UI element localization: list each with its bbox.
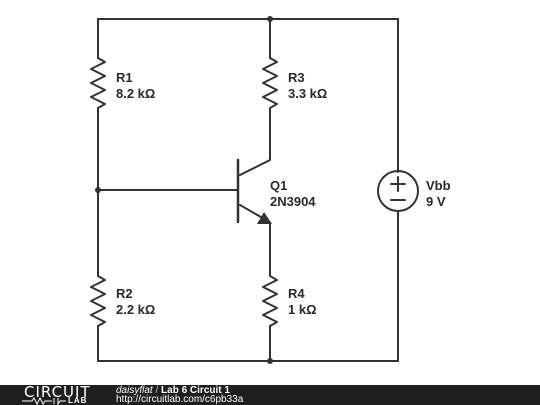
r4-resistor [262, 275, 278, 327]
r2-label: R2 2.2 kΩ [116, 286, 155, 318]
r4-label: R4 1 kΩ [288, 286, 317, 318]
vbb-value: 9 V [426, 194, 446, 209]
r3-resistor [262, 57, 278, 109]
r3-label: R3 3.3 kΩ [288, 70, 327, 102]
q1-ref: Q1 [270, 178, 288, 193]
junction-base [95, 187, 101, 193]
circuit-title[interactable]: Lab 6 Circuit 1 [161, 385, 230, 396]
r4-ref: R4 [288, 286, 305, 301]
r2-value: 2.2 kΩ [116, 302, 156, 317]
r1-ref: R1 [116, 70, 133, 85]
emitter-arrow [257, 212, 272, 224]
circuit-url[interactable]: http://circuitlab.com/c6pb33a [116, 394, 244, 405]
r3-ref: R3 [288, 70, 305, 85]
footer-separator: / [155, 385, 159, 396]
schematic-drawing [90, 16, 419, 364]
vbb-ref: Vbb [426, 178, 451, 193]
collector-wire [239, 107, 271, 176]
logo-resistor-icon [22, 397, 66, 405]
plus-icon [390, 176, 406, 192]
footer-bar: CIRCUIT LAB daisyflat / Lab 6 Circuit 1 … [0, 385, 540, 405]
footer-credit: daisyflat / Lab 6 Circuit 1 [116, 386, 230, 396]
junction-bottom [267, 358, 273, 364]
r4-value: 1 kΩ [288, 302, 317, 317]
q1-label: Q1 2N3904 [270, 178, 316, 210]
r2-resistor [90, 275, 106, 327]
logo-lab-text: LAB [68, 396, 88, 405]
r1-resistor [90, 57, 106, 109]
r1-value: 8.2 kΩ [116, 86, 156, 101]
r2-ref: R2 [116, 286, 133, 301]
r1-label: R1 8.2 kΩ [116, 70, 155, 102]
vbb-label: Vbb 9 V [426, 178, 451, 210]
circuitlab-logo[interactable]: CIRCUIT [24, 383, 91, 401]
q1-value: 2N3904 [270, 194, 316, 209]
author-link[interactable]: daisyflat [116, 385, 153, 396]
r3-value: 3.3 kΩ [288, 86, 328, 101]
junction-top [267, 16, 273, 22]
